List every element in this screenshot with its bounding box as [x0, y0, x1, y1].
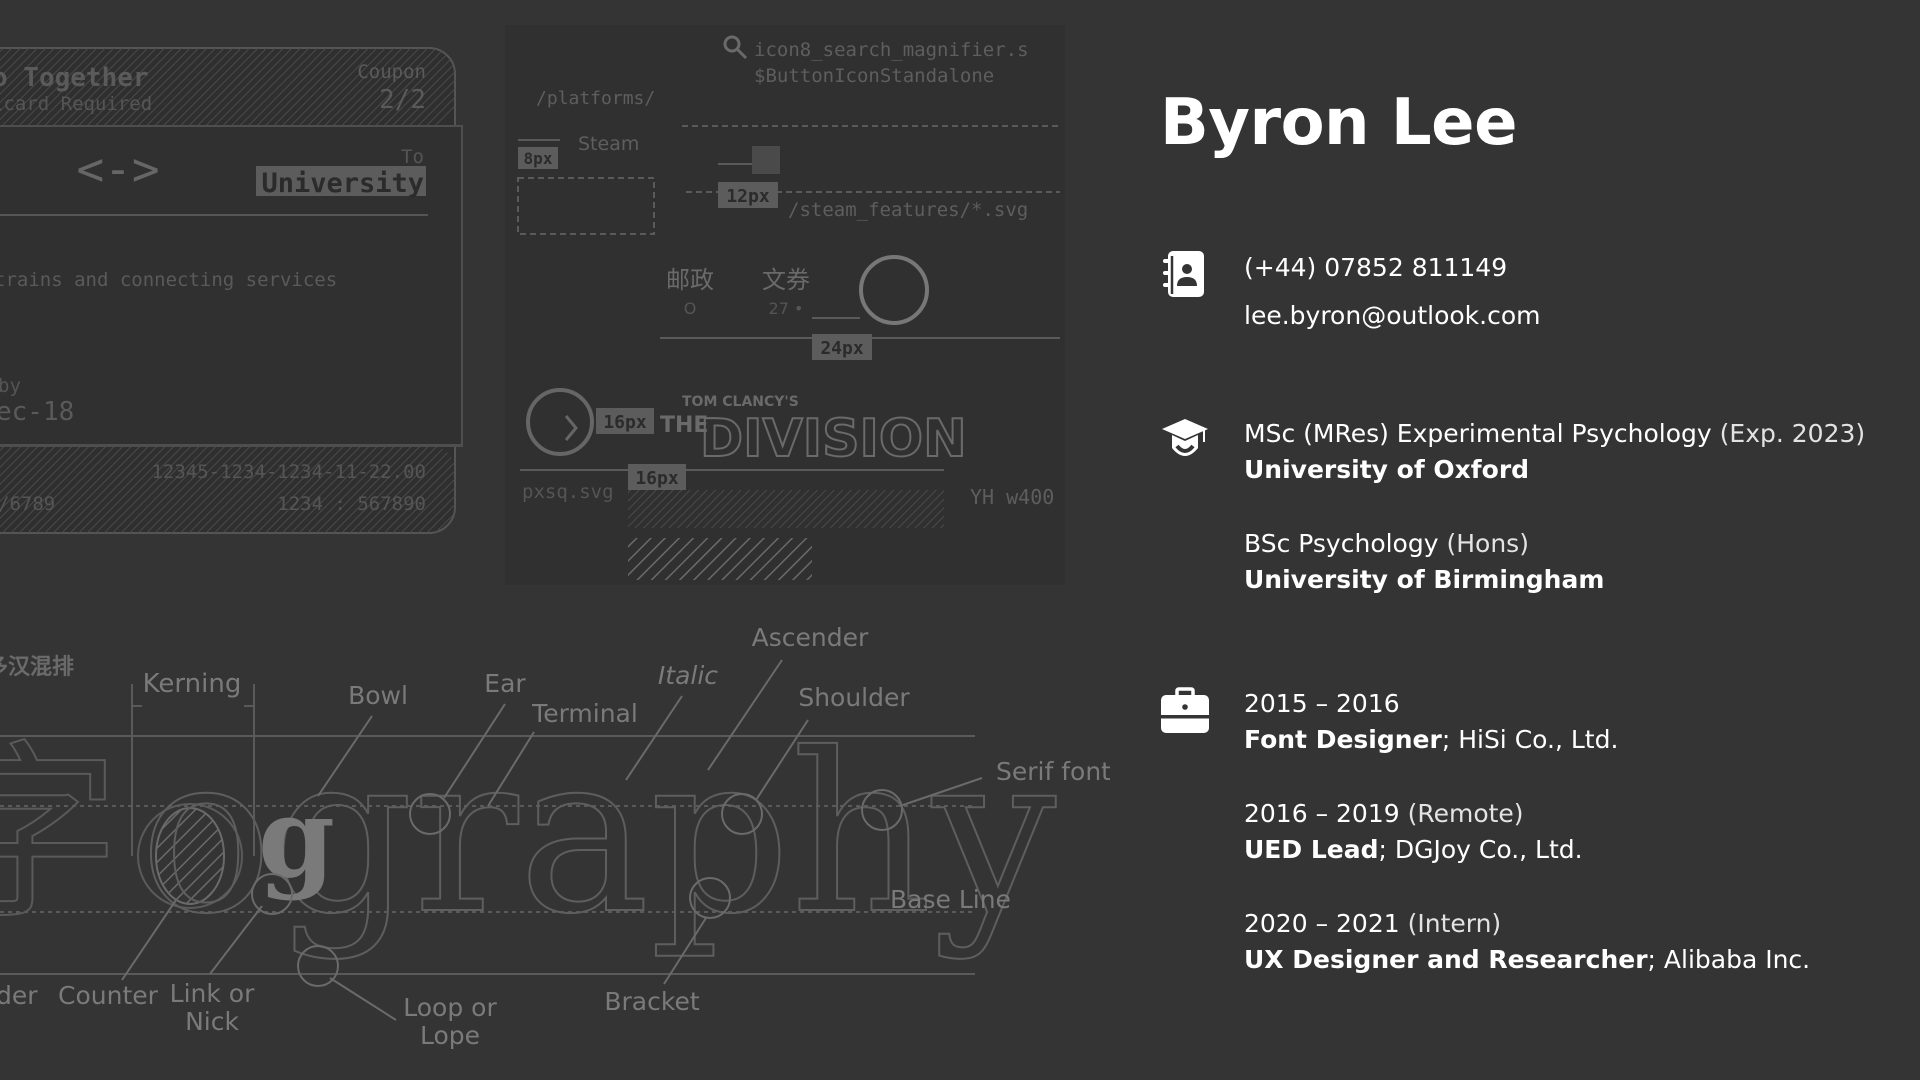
- email-address[interactable]: lee.byron@outlook.com: [1244, 301, 1541, 330]
- typo-link-2: Nick: [185, 1007, 239, 1036]
- graduation-cap-icon: [1162, 419, 1208, 456]
- spec-8px: 8px: [524, 149, 553, 168]
- ticket-card: o Together icard Required Coupon 2/2 <->…: [0, 47, 463, 534]
- typo-der: der: [0, 981, 38, 1010]
- spec-cn-1: 邮政: [666, 266, 714, 294]
- spec-12px: 12px: [726, 186, 770, 207]
- play-icon: [526, 388, 594, 456]
- job-years: 2015 – 2016: [1244, 689, 1400, 718]
- spec-brand-main: DIVISION: [700, 409, 967, 469]
- typography-diagram: 多汉混排 字 ography g Kerning Bowl Ear Termin…: [0, 623, 1110, 1050]
- spec-brand-top: TOM CLANCY'S: [682, 394, 799, 410]
- contact-details: (+44) 07852 811149 lee.byron@outlook.com: [1244, 250, 1894, 334]
- degree-note: (Hons): [1446, 529, 1529, 558]
- ticket-code-3: 1234 : 567890: [277, 493, 426, 515]
- spec-steam: Steam: [578, 133, 639, 155]
- spec-24px: 24px: [820, 338, 864, 359]
- briefcase-icon: [1161, 687, 1209, 733]
- typo-serif-font: Serif font: [996, 757, 1110, 786]
- typo-base-line: Base Line: [890, 885, 1011, 914]
- typo-g: g: [258, 773, 335, 902]
- spec-search-file: icon8_search_magnifier.s: [754, 39, 1029, 61]
- ticket-subtitle: icard Required: [0, 93, 152, 115]
- typo-left-glyph: 字: [0, 724, 120, 945]
- job-note: (Remote): [1407, 799, 1524, 828]
- experience-list: 2015 – 2016 Font Designer; HiSi Co., Ltd…: [1244, 686, 1894, 978]
- experience-item: 2015 – 2016 Font Designer; HiSi Co., Ltd…: [1244, 686, 1894, 758]
- spec-16px-b: 16px: [635, 468, 679, 489]
- typo-terminal: Terminal: [531, 699, 638, 728]
- typo-ascender: Ascender: [752, 623, 869, 652]
- spec-sheet: icon8_search_magnifier.s $ButtonIconStan…: [505, 25, 1065, 585]
- job-note: (Intern): [1407, 909, 1502, 938]
- spec-font-weight: YH w400: [970, 485, 1054, 509]
- typo-cn-label: 多汉混排: [0, 654, 74, 680]
- education-list: MSc (MRes) Experimental Psychology (Exp.…: [1244, 416, 1894, 598]
- education-item: MSc (MRes) Experimental Psychology (Exp.…: [1244, 416, 1894, 488]
- phone-number[interactable]: (+44) 07852 811149: [1244, 253, 1508, 282]
- ticket-desc: trains and connecting services: [0, 269, 337, 291]
- spec-platforms: /platforms/: [536, 88, 655, 109]
- typo-ear: Ear: [484, 669, 526, 698]
- collage-artwork: o Together icard Required Coupon 2/2 <->…: [0, 25, 1110, 1050]
- ticket-title: o Together: [0, 63, 149, 93]
- spec-button-var: $ButtonIconStandalone: [754, 65, 994, 87]
- ticket-coupon-value: 2/2: [379, 85, 426, 115]
- spec-cn-2: 文券: [762, 266, 810, 294]
- school-name: University of Oxford: [1244, 455, 1530, 484]
- search-icon: [723, 35, 748, 60]
- job-role: UX Designer and Researcher: [1244, 945, 1648, 974]
- typo-link-1: Link or: [170, 979, 255, 1008]
- person-name: Byron Lee: [1160, 86, 1517, 160]
- experience-item: 2016 – 2019 (Remote) UED Lead; DGJoy Co.…: [1244, 796, 1894, 868]
- contact-book-icon: [1163, 251, 1204, 297]
- ticket-coupon-label: Coupon: [357, 61, 426, 83]
- ticket-arrow: <->: [76, 142, 159, 196]
- resume-panel: Byron Lee (+44) 07852 811149 lee.byron@o…: [1160, 0, 1900, 1080]
- typo-kerning: Kerning: [143, 669, 242, 699]
- ticket-code-2: /6789: [0, 493, 55, 515]
- ticket-by-value: ec-18: [0, 397, 74, 427]
- school-name: University of Birmingham: [1244, 565, 1605, 594]
- ticket-code-1: 12345-1234-1234-11-22.00: [151, 461, 426, 483]
- job-company: ; DGJoy Co., Ltd.: [1378, 835, 1583, 864]
- spec-16px-a: 16px: [603, 412, 647, 433]
- job-role: UED Lead: [1244, 835, 1379, 864]
- spec-brand-the: THE: [660, 413, 708, 438]
- experience-item: 2020 – 2021 (Intern) UX Designer and Res…: [1244, 906, 1894, 978]
- typo-loop-2: Lope: [420, 1021, 480, 1050]
- job-role: Font Designer: [1244, 725, 1442, 754]
- job-company: ; HiSi Co., Ltd.: [1441, 725, 1619, 754]
- degree-note: (Exp. 2023): [1719, 419, 1866, 448]
- ticket-by-label: by: [0, 375, 21, 397]
- spec-steam-features: /steam_features/*.svg: [788, 199, 1028, 221]
- job-years: 2016 – 2019: [1244, 799, 1400, 828]
- degree-title: BSc Psychology: [1244, 529, 1439, 558]
- typo-italic: Italic: [658, 661, 718, 690]
- typo-bowl: Bowl: [348, 681, 408, 710]
- typo-word: ography: [140, 706, 1056, 962]
- spec-cn-2-sub: 27 •: [769, 299, 804, 318]
- spec-pxsq: pxsq.svg: [522, 481, 614, 503]
- typo-shoulder: Shoulder: [798, 683, 910, 712]
- background-collage: o Together icard Required Coupon 2/2 <->…: [0, 25, 1110, 1050]
- typo-counter: Counter: [58, 981, 159, 1010]
- job-company: ; Alibaba Inc.: [1647, 945, 1811, 974]
- job-years: 2020 – 2021: [1244, 909, 1400, 938]
- typo-bracket: Bracket: [604, 987, 699, 1016]
- ticket-to-label: To: [401, 146, 424, 168]
- typo-loop-1: Loop or: [403, 993, 497, 1022]
- degree-title: MSc (MRes) Experimental Psychology: [1244, 419, 1712, 448]
- ticket-to-value: University: [261, 168, 424, 199]
- education-item: BSc Psychology (Hons) University of Birm…: [1244, 526, 1894, 598]
- spec-cn-1-sub: O: [684, 299, 697, 318]
